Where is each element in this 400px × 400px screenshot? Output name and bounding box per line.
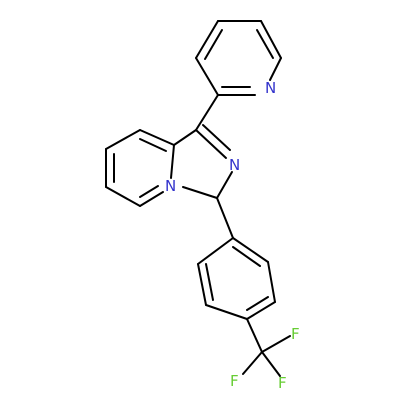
bond-n4-c8a <box>170 144 175 179</box>
bond <box>267 261 276 303</box>
bond <box>232 237 269 263</box>
bond-double-inner <box>256 29 274 59</box>
bond-double-inner <box>205 263 214 301</box>
atom-label-fluorine-2: F <box>230 372 239 390</box>
phenyl-ring <box>197 237 276 320</box>
bond-c-f3 <box>261 351 281 377</box>
bond <box>105 186 141 207</box>
bond <box>260 20 282 59</box>
bond-aryl-cf3 <box>246 318 263 353</box>
bond-double-inner <box>246 296 269 311</box>
bond-double-inner <box>202 124 231 151</box>
bond <box>197 237 234 265</box>
imidazole-ring <box>170 124 233 199</box>
bond-c1-n2-left <box>195 129 227 159</box>
bond-c8a-c1 <box>173 129 197 146</box>
trifluoromethyl-group <box>242 318 291 377</box>
bond <box>105 129 141 150</box>
bond-c-f1 <box>261 335 291 353</box>
bond-double-inner <box>204 29 223 60</box>
bond <box>139 129 175 146</box>
bond-c-f2 <box>242 351 263 375</box>
fused-pyridine-ring <box>105 129 175 207</box>
bond-to-bridgehead-n <box>139 191 164 207</box>
bond-to-n <box>269 57 282 81</box>
bond-n2-c3 <box>216 171 233 199</box>
bond <box>205 304 248 320</box>
bond-double-inner <box>232 246 261 267</box>
bond <box>197 263 207 306</box>
atom-label-nitrogen-bridgehead: N <box>165 177 176 195</box>
bond-double-inner <box>139 138 167 152</box>
bond <box>195 57 219 96</box>
pyridine-ring <box>195 20 282 96</box>
atom-label-fluorine-3: F <box>278 374 287 392</box>
atom-label-fluorine-1: F <box>291 325 300 343</box>
bond-imidazole-aryl <box>216 197 234 239</box>
bond <box>246 301 276 320</box>
bond-c3-n4 <box>182 186 218 199</box>
bond-double-inner <box>139 185 159 198</box>
bond-pyridine-imidazole <box>195 94 219 131</box>
atom-label-nitrogen-pyridine: N <box>265 79 276 97</box>
bond <box>195 20 219 59</box>
atom-label-nitrogen-imine: N <box>229 156 240 174</box>
